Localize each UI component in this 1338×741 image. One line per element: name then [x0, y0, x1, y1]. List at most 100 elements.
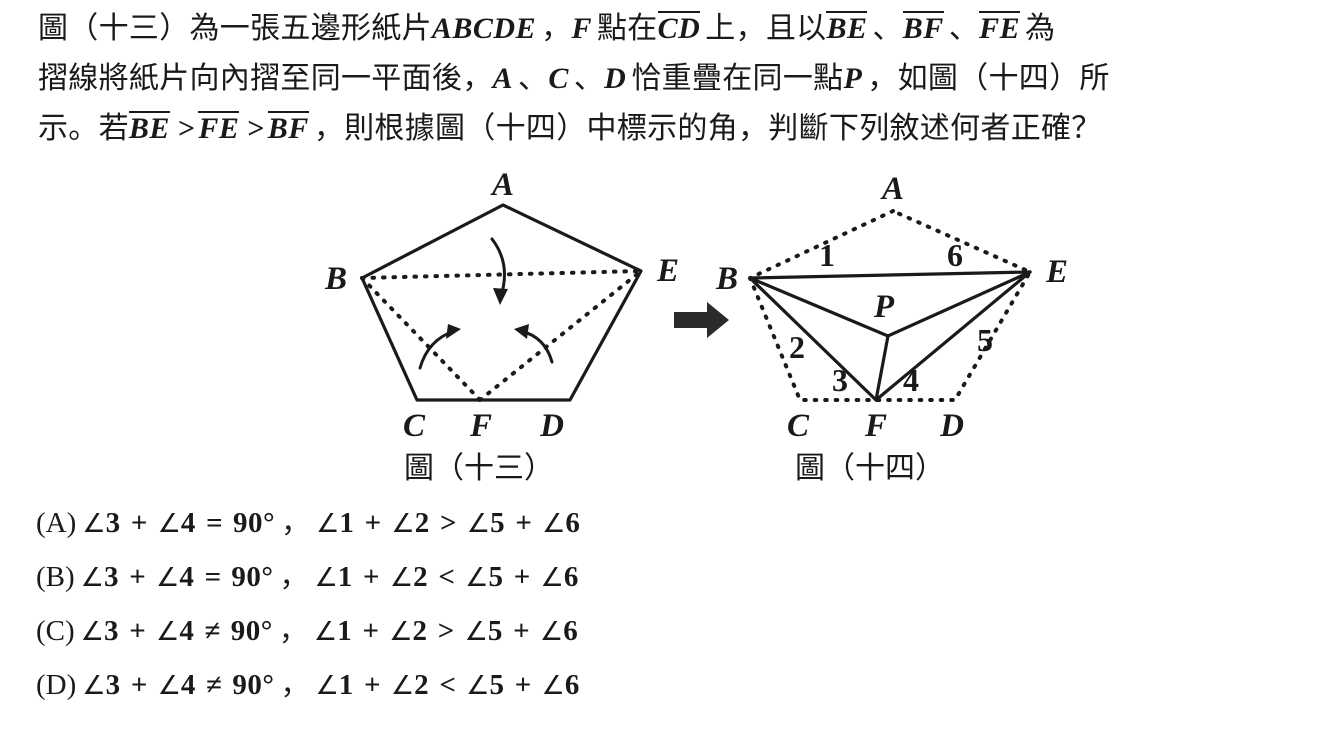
overline-segment: BF: [902, 11, 944, 45]
angle-label-3: 3: [832, 362, 848, 398]
relation-operator: =: [198, 507, 230, 539]
option-row[interactable]: (D)∠3 + ∠4 ≠ 90°，∠1 + ∠2 < ∠5 + ∠6: [36, 658, 1316, 712]
angle-number: 1: [339, 507, 355, 539]
plus-operator: +: [121, 561, 154, 593]
angle-number: 3: [105, 669, 121, 701]
stem-text: 為: [1025, 11, 1056, 46]
option-row[interactable]: (B)∠3 + ∠4 = 90°，∠1 + ∠2 < ∠5 + ∠6: [36, 550, 1316, 604]
figures-area: A B E C F D 1 2 3 4 5: [0, 165, 1338, 485]
relation-operator: >: [430, 615, 462, 647]
option-row[interactable]: (C)∠3 + ∠4 ≠ 90°，∠1 + ∠2 > ∠5 + ∠6: [36, 604, 1316, 658]
vertex-label-P-right: P: [873, 289, 895, 325]
plus-operator: +: [355, 615, 387, 647]
relation-operator: >: [432, 507, 464, 539]
math-variable: F: [571, 12, 592, 45]
plus-operator: +: [356, 669, 388, 701]
figure-fourteen: 1 2 3 4 5 6 A B E C F D P: [715, 171, 1068, 444]
relation-operator: ≠: [197, 615, 228, 647]
angle-value: 90°: [232, 669, 275, 701]
angle-symbol-icon: ∠: [315, 671, 339, 701]
fold-line-BF-left: [360, 276, 482, 402]
angle-value: 90°: [231, 561, 274, 593]
math-variable: ABCDE: [431, 12, 537, 45]
angle-label-4: 4: [903, 362, 919, 398]
relation-operator: ≠: [198, 669, 230, 701]
segment-BE-right: [748, 270, 1032, 280]
fold-arrow-left-icon: [418, 324, 461, 370]
vertex-label-E-right: E: [1045, 254, 1068, 290]
angle-symbol-icon: ∠: [156, 617, 180, 647]
right-arrow-icon: [674, 302, 729, 338]
vertex-label-D-right: D: [939, 408, 964, 444]
angle-label-5: 5: [977, 322, 993, 358]
angle-number: 4: [180, 507, 196, 539]
segment-FE-right: [874, 270, 1032, 402]
angle-symbol-icon: ∠: [389, 563, 414, 593]
angle-number: 1: [337, 561, 353, 593]
stem-text: 上，且以: [705, 11, 827, 46]
angle-symbol-icon: ∠: [541, 671, 565, 701]
angle-symbol-icon: ∠: [314, 563, 338, 593]
option-row[interactable]: (A)∠3 + ∠4 = 90°，∠1 + ∠2 > ∠5 + ∠6: [36, 496, 1316, 550]
angle-number: 3: [103, 561, 119, 593]
angle-symbol-icon: ∠: [542, 509, 566, 539]
angle-symbol-icon: ∠: [157, 671, 181, 701]
angle-symbol-icon: ∠: [539, 617, 564, 647]
option-tag: (C): [36, 615, 75, 647]
fold-arrow-right-icon: [514, 324, 554, 364]
overline-segment: FE: [979, 11, 1021, 45]
angle-symbol-icon: ∠: [540, 563, 564, 593]
segment-BF-right: [748, 276, 878, 402]
angle-number: 2: [414, 507, 430, 539]
angle-symbol-icon: ∠: [464, 617, 488, 647]
plus-operator: +: [355, 561, 387, 593]
angle-symbol-icon: ∠: [80, 617, 104, 647]
plus-operator: +: [505, 615, 537, 647]
fold-line-BE-left: [360, 269, 643, 280]
angle-symbol-icon: ∠: [465, 563, 489, 593]
stem-text: 、: [948, 11, 980, 46]
angle-symbol-icon: ∠: [390, 671, 415, 701]
overline-segment: FE: [198, 111, 240, 145]
angle-symbol-icon: ∠: [82, 671, 106, 701]
stem-line: 示。若BE>FE>BF，則根據圖（十四）中標示的角，判斷下列敘述何者正確？: [38, 104, 1308, 154]
fold-arrow-top-icon: [490, 237, 508, 305]
angle-value: 90°: [232, 507, 276, 539]
cjk-comma: ，: [280, 667, 310, 701]
angle-number: 5: [490, 507, 506, 539]
option-tag: (A): [36, 507, 77, 539]
figure-caption-thirteen: 圖（十三）: [404, 451, 554, 486]
angle-number: 2: [412, 615, 428, 647]
figures-svg: A B E C F D 1 2 3 4 5: [324, 167, 1068, 444]
angle-value: 90°: [230, 615, 273, 647]
overline-segment: CD: [657, 11, 701, 45]
overline-segment: BE: [128, 111, 170, 145]
vertex-label-C-right: C: [787, 408, 810, 444]
angle-number: 5: [487, 615, 503, 647]
figure-caption-fourteen: 圖（十四）: [795, 451, 945, 486]
angle-number: 1: [337, 615, 353, 647]
angle-symbol-icon: ∠: [156, 563, 180, 593]
plus-operator: +: [121, 615, 154, 647]
pentagon-outline-left: [360, 203, 643, 402]
math-variable: C: [548, 62, 569, 95]
angle-number: 1: [338, 669, 354, 701]
cjk-comma: ，: [279, 559, 309, 593]
angle-label-2: 2: [789, 329, 805, 365]
stem-text: 、: [872, 11, 903, 46]
vertex-label-B-left: B: [324, 261, 347, 297]
stem-text: 點在: [596, 11, 658, 46]
math-variable: D: [604, 62, 627, 95]
angle-symbol-icon: ∠: [157, 509, 181, 539]
stem-text: 恰重疊在同一點: [631, 61, 844, 96]
vertex-label-A-right: A: [880, 171, 904, 207]
angle-symbol-icon: ∠: [80, 563, 104, 593]
segment-BP-right: [748, 276, 890, 338]
angle-number: 4: [179, 561, 195, 593]
option-tag: (D): [36, 669, 77, 701]
vertex-label-A-left: A: [490, 167, 514, 203]
angle-symbol-icon: ∠: [466, 671, 490, 701]
angle-symbol-icon: ∠: [316, 509, 340, 539]
